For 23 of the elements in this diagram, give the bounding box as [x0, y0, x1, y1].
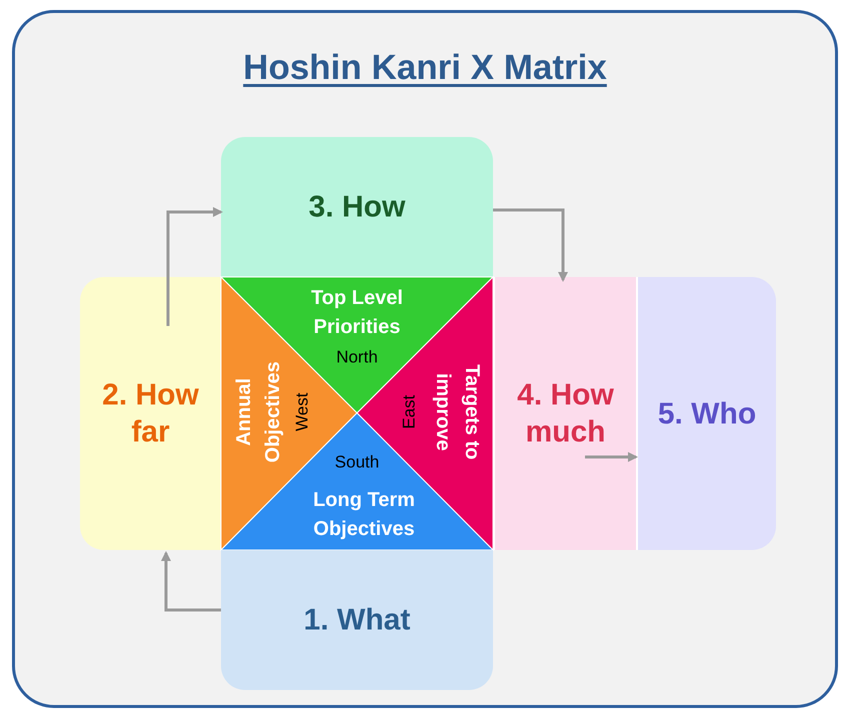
arrow — [585, 452, 638, 462]
matrix-panel — [636, 277, 776, 550]
matrix-panel — [221, 550, 493, 690]
segment-label: Targets to improve — [431, 363, 484, 462]
arrow — [166, 207, 223, 326]
segment-label: Annual Objectives — [232, 360, 285, 465]
arrow — [161, 551, 221, 612]
matrix-panel — [80, 277, 221, 550]
compass-label: North — [335, 346, 379, 369]
segment-label: Long Term Objectives — [312, 488, 416, 542]
compass-label: West — [292, 392, 313, 434]
arrow — [493, 208, 568, 282]
panel-heading: 2. How far — [101, 377, 200, 450]
matrix-panel — [221, 137, 493, 277]
segment-label: Top Level Priorities — [310, 286, 404, 340]
panel-heading: 4. How much — [516, 377, 615, 450]
compass-label: South — [334, 452, 380, 474]
matrix-panel — [493, 277, 636, 550]
panel-heading: 3. How — [308, 189, 406, 226]
panel-heading: 1. What — [302, 602, 412, 638]
title: Hoshin Kanri X Matrix — [243, 48, 607, 88]
compass-label: East — [398, 394, 420, 432]
panel-heading: 5. Who — [656, 396, 758, 432]
